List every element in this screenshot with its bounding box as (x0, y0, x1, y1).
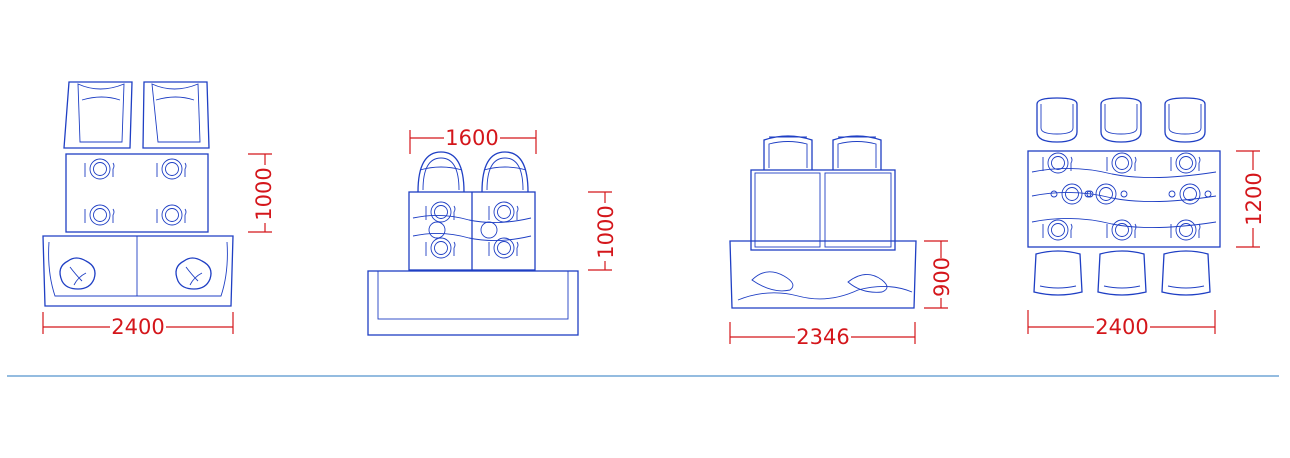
dimension-height: 1000 (248, 153, 276, 233)
dimension-width: 2400 (1027, 310, 1216, 339)
dining-table (65, 153, 209, 233)
chair-left (417, 151, 465, 193)
armchair-right (142, 81, 210, 149)
height-label: 900 (930, 257, 954, 297)
sofa (729, 240, 917, 309)
dimension-width: 2346 (729, 322, 916, 349)
layout-4: 2400 1200 (1027, 97, 1266, 339)
chair-right (832, 135, 882, 170)
sofa (42, 235, 234, 307)
dimension-height: 900 (924, 240, 954, 309)
layout-3: 2346 900 (729, 135, 954, 349)
height-label: 1200 (1242, 172, 1266, 225)
width-label: 2400 (1095, 315, 1148, 339)
width-label: 2346 (796, 325, 849, 349)
dimension-height: 1000 (588, 191, 618, 271)
dimension-height: 1200 (1236, 150, 1266, 248)
dimension-width: 2400 (42, 312, 234, 339)
dining-table (750, 169, 896, 251)
height-label: 1000 (252, 167, 276, 220)
armchair-left (63, 81, 133, 149)
sofa (367, 270, 579, 336)
width-label: 2400 (111, 315, 164, 339)
dimension-width: 1600 (409, 126, 537, 154)
height-label: 1000 (594, 205, 618, 258)
layout-1: 2400 1000 (42, 81, 276, 339)
chair-left (763, 135, 813, 170)
layout-2: 1600 1000 (367, 126, 618, 336)
dining-table (1027, 150, 1221, 248)
chair-right (481, 151, 529, 193)
width-label: 1600 (445, 126, 498, 150)
dining-table (408, 191, 536, 271)
